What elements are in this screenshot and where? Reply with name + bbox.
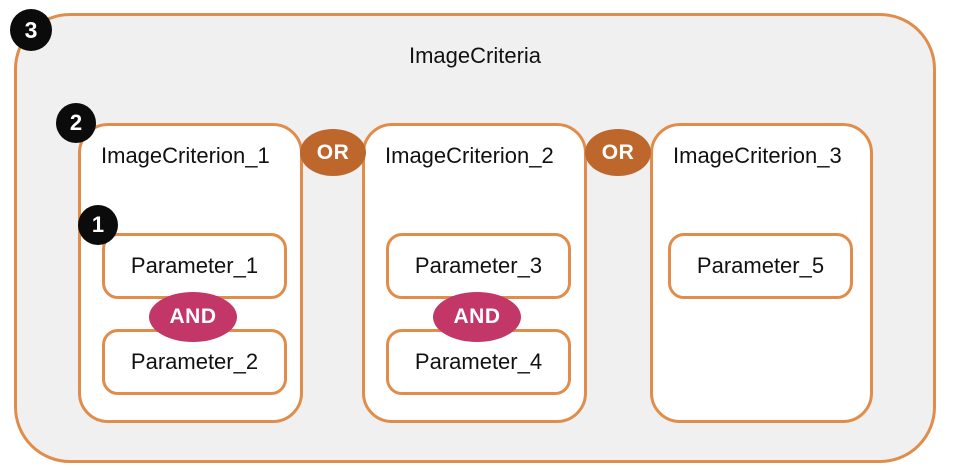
and-badge-2: AND <box>433 292 521 342</box>
imagecriterion-3-label: ImageCriterion_3 <box>673 143 842 168</box>
imagecriterion-1-label: ImageCriterion_1 <box>101 143 270 168</box>
annotation-circle-3: 3 <box>10 9 52 51</box>
annotation-circle-2: 2 <box>56 103 96 143</box>
parameter-1-box: Parameter_1 <box>102 233 287 299</box>
imagecriterion-1-box: ImageCriterion_1 Parameter_1 Parameter_2… <box>78 123 303 423</box>
parameter-5-box: Parameter_5 <box>668 233 853 299</box>
or-badge-2: OR <box>585 129 651 176</box>
imagecriterion-2-box: ImageCriterion_2 Parameter_3 Parameter_4… <box>362 123 587 423</box>
imagecriterion-2-label: ImageCriterion_2 <box>385 143 554 168</box>
or-badge-1: OR <box>300 129 366 176</box>
annotation-circle-1: 1 <box>78 205 118 245</box>
and-badge-1: AND <box>149 292 237 342</box>
parameter-4-box: Parameter_4 <box>386 329 571 395</box>
parameter-3-box: Parameter_3 <box>386 233 571 299</box>
container-title: ImageCriteria <box>408 43 542 68</box>
imagecriterion-3-box: ImageCriterion_3 Parameter_5 <box>650 123 873 423</box>
